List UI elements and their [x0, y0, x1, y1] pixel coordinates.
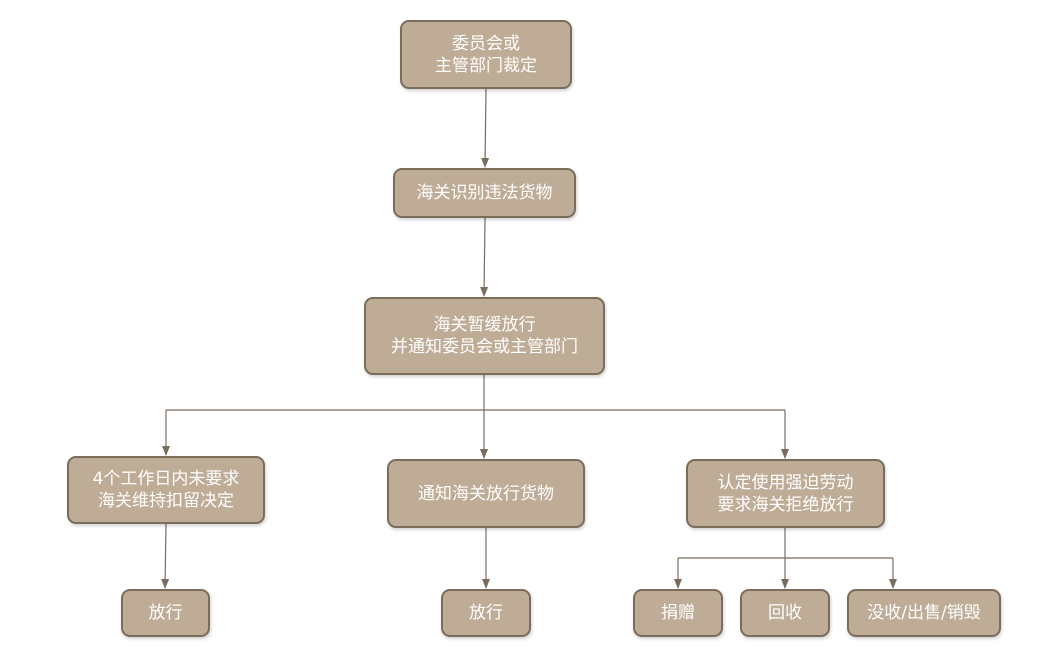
node-ruling-line1: 委员会或	[452, 33, 520, 54]
node-identify-line1: 海关识别违法货物	[416, 183, 553, 203]
node-notify-release: 通知海关放行货物	[387, 459, 585, 528]
node-identify: 海关识别违法货物	[393, 168, 576, 218]
node-ruling-line2: 主管部门裁定	[435, 55, 537, 76]
node-no-request-line2: 海关维持扣留决定	[98, 491, 234, 511]
node-no-request: 4个工作日内未要求 海关维持扣留决定	[67, 456, 265, 524]
node-donate-line1: 捐赠	[661, 603, 695, 623]
node-forced-labor-line1: 认定使用强迫劳动	[717, 472, 854, 493]
node-release-middle-line1: 放行	[469, 603, 503, 623]
node-recall-line1: 回收	[768, 603, 802, 623]
arrow-identify-to-suspend	[480, 217, 489, 297]
node-suspend: 海关暂缓放行 并通知委员会或主管部门	[364, 297, 605, 375]
node-donate: 捐赠	[633, 589, 723, 637]
node-release-left-line1: 放行	[148, 603, 183, 623]
node-notify-release-line1: 通知海关放行货物	[418, 483, 554, 504]
node-forced-labor-line2: 要求海关拒绝放行	[717, 494, 854, 515]
node-suspend-line2: 并通知委员会或主管部门	[391, 337, 578, 357]
node-confiscate-line1: 没收/出售/销毁	[867, 603, 981, 623]
node-confiscate: 没收/出售/销毁	[847, 589, 1001, 637]
node-no-request-line1: 4个工作日内未要求	[92, 469, 240, 489]
node-suspend-line1: 海关暂缓放行	[433, 315, 536, 335]
arrow-ruling-to-identify	[481, 87, 490, 168]
node-recall: 回收	[740, 589, 830, 637]
arrow-no-request-to-release	[161, 523, 170, 589]
node-release-middle: 放行	[441, 589, 531, 637]
node-ruling: 委员会或 主管部门裁定	[400, 20, 572, 89]
node-forced-labor: 认定使用强迫劳动 要求海关拒绝放行	[686, 459, 885, 528]
node-release-left: 放行	[121, 589, 210, 637]
